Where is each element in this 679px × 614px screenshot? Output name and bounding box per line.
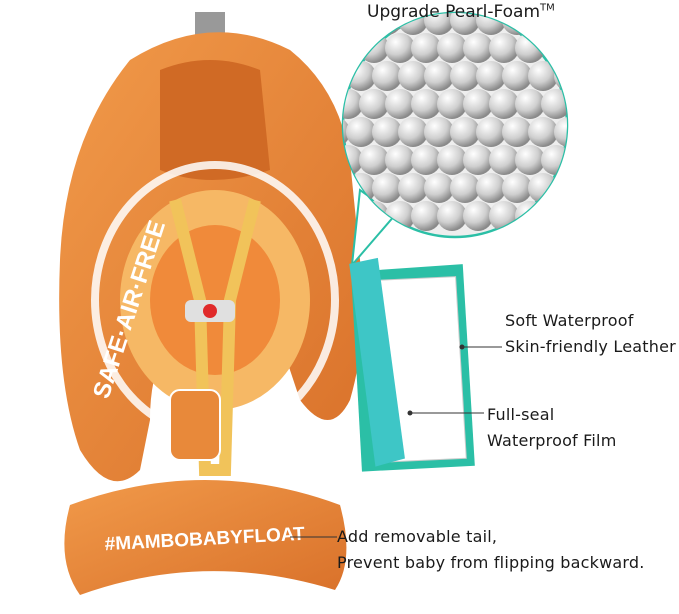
trademark: TM (540, 2, 555, 14)
pearl-bead (502, 117, 532, 147)
baby-float (59, 12, 364, 482)
leather-line-1: Soft Waterproof (505, 311, 634, 330)
pearl-bead (372, 61, 402, 91)
film-line-2: Waterproof Film (487, 431, 617, 450)
removable-tail: #MAMBOBABYFLOAT (64, 480, 347, 595)
pearl-bead (476, 117, 506, 147)
pearl-bead (541, 145, 567, 175)
film-label: Full-seal Waterproof Film (487, 402, 617, 454)
pearl-bead (424, 117, 454, 147)
pearl-bead (554, 13, 567, 35)
pearl-bead (411, 201, 441, 231)
pearl-bead (343, 89, 363, 119)
pearl-bead (411, 89, 441, 119)
pearl-bead (450, 117, 480, 147)
pearl-bead (398, 61, 428, 91)
pearl-bead (463, 145, 493, 175)
pearl-bead (343, 13, 350, 35)
pearl-bead (528, 173, 558, 203)
pearl-bead (567, 201, 597, 231)
pearl-bead (567, 89, 597, 119)
pearl-bead (528, 61, 558, 91)
pearl-bead (450, 173, 480, 203)
pearl-bead (463, 89, 493, 119)
film-line-1: Full-seal (487, 405, 555, 424)
pearl-bead (515, 201, 545, 231)
pearl-bead (476, 173, 506, 203)
pearl-bead (515, 145, 545, 175)
tail-label: Add removable tail, Prevent baby from fl… (337, 524, 645, 576)
pearl-bead (343, 61, 350, 91)
pearl-bead (359, 145, 389, 175)
pearl-bead (567, 33, 597, 63)
pearl-bead (398, 173, 428, 203)
pearl-bead (489, 89, 519, 119)
title-text: Upgrade Pearl-Foam (367, 2, 541, 22)
pearl-bead (554, 173, 567, 203)
pearl-bead (424, 61, 454, 91)
pearl-bead (476, 13, 506, 35)
tail-line-1: Add removable tail, (337, 527, 498, 546)
pearl-bead (372, 117, 402, 147)
pearl-bead (437, 89, 467, 119)
pearl-bead (359, 89, 389, 119)
pearl-bead (515, 89, 545, 119)
pearl-bead (411, 145, 441, 175)
pearl-bead (424, 13, 454, 35)
pearl-bead (502, 61, 532, 91)
pearl-bead (437, 33, 467, 63)
pearl-bead (502, 173, 532, 203)
pearl-bead (489, 33, 519, 63)
pearl-bead (385, 89, 415, 119)
pearl-bead (372, 173, 402, 203)
pearl-bead (554, 61, 567, 91)
pearl-bead (541, 201, 567, 231)
pearl-bead (450, 61, 480, 91)
pearl-bead (411, 33, 441, 63)
pearl-bead (385, 33, 415, 63)
pearl-bead (528, 117, 558, 147)
pearl-bead (476, 61, 506, 91)
pearl-bead (346, 61, 376, 91)
tail-line-2: Prevent baby from flipping backward. (337, 553, 645, 572)
leather-label: Soft Waterproof Skin-friendly Leather (505, 308, 676, 360)
pearl-bead (437, 145, 467, 175)
pearl-foam-title: Upgrade Pearl-FoamTM (367, 2, 555, 22)
leather-line-2: Skin-friendly Leather (505, 337, 676, 356)
material-layers (349, 257, 475, 472)
pearl-bead (554, 117, 567, 147)
pearl-bead (489, 145, 519, 175)
pearl-bead (385, 145, 415, 175)
pearl-bead (346, 117, 376, 147)
pearl-bead (463, 201, 493, 231)
pearl-foam-bubble (341, 11, 597, 269)
pearl-bead (515, 33, 545, 63)
pearl-bead (450, 13, 480, 35)
pearl-bead (541, 89, 567, 119)
pearl-bead (343, 33, 363, 63)
pearl-bead (398, 117, 428, 147)
pearl-bead (463, 33, 493, 63)
pearl-bead (437, 201, 467, 231)
pearl-bead (424, 173, 454, 203)
pearl-bead (567, 145, 597, 175)
